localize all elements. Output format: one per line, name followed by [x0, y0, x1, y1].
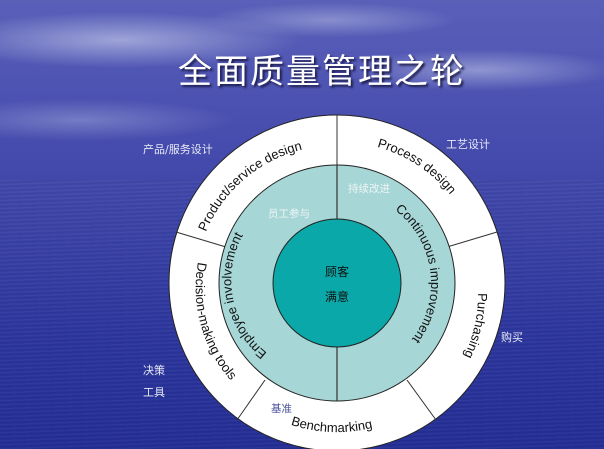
- center-label-line1: 顾客: [325, 264, 349, 279]
- cn-label-employee: 员工参与: [268, 207, 310, 220]
- divider-bottom-left: [236, 379, 266, 421]
- divider-bottom-right: [406, 379, 437, 421]
- cn-label-decision-line2: 工具: [143, 386, 165, 399]
- page-title: 全面质量管理之轮: [178, 52, 466, 92]
- center-label-line2: 满意: [325, 289, 349, 304]
- cn-label-decision-line1: 决策: [143, 364, 165, 377]
- cn-label-purchasing: 购买: [501, 331, 523, 344]
- cn-label-process-design: 工艺设计: [446, 138, 490, 151]
- divider-right: [446, 231, 498, 248]
- center-circle: [272, 218, 402, 348]
- divider-left: [175, 231, 227, 248]
- cn-label-benchmarking: 基准: [271, 402, 292, 415]
- cn-label-continuous: 持续改进: [348, 182, 390, 195]
- cn-label-product-design: 产品/服务设计: [143, 143, 213, 156]
